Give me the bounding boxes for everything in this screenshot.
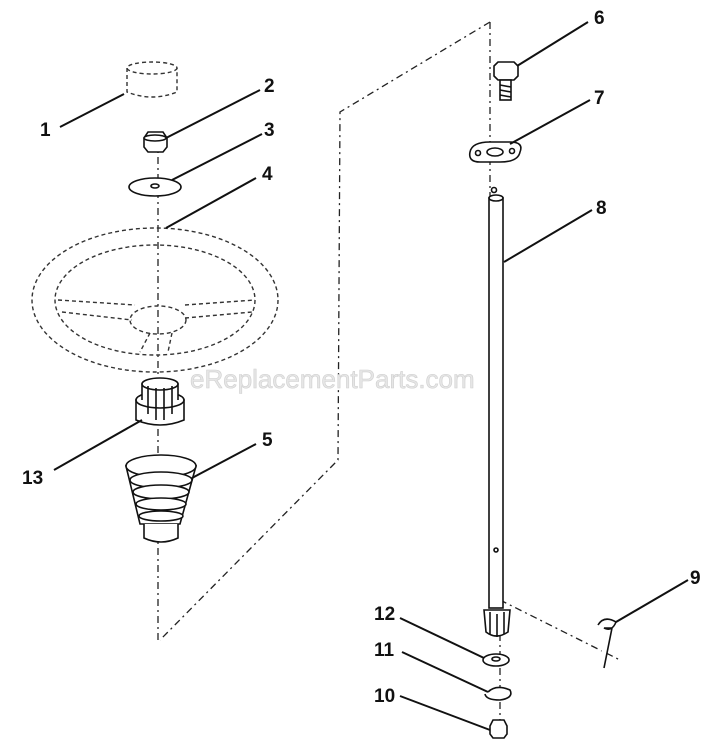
callout-1: 1: [40, 120, 51, 141]
callout-7: 7: [594, 88, 605, 109]
part-2-nut: [143, 131, 168, 153]
part-7-flange-plate: [468, 141, 522, 163]
part-9-spring-clip: [597, 618, 617, 669]
callout-3: 3: [264, 120, 275, 141]
part-8-steering-shaft: [488, 186, 504, 609]
part-1-cap: [126, 61, 178, 98]
callout-4: 4: [262, 164, 273, 185]
part-6-bolt: [493, 61, 519, 101]
callout-8: 8: [596, 198, 607, 219]
callout-9: 9: [690, 568, 701, 589]
part-13-splined-hub: [135, 377, 185, 426]
part-3-washer: [128, 177, 182, 197]
part-10-nut: [489, 719, 508, 739]
callout-11: 11: [374, 640, 395, 661]
part-4-steering-wheel: [31, 227, 279, 373]
leader-lines: [53, 21, 689, 731]
callout-12: 12: [374, 604, 395, 625]
callout-10: 10: [374, 686, 395, 707]
watermark-text: eReplacementParts.com: [190, 364, 475, 394]
callout-2: 2: [264, 76, 275, 97]
pinion-gear: [483, 609, 511, 637]
part-11-retaining-ring: [484, 686, 512, 701]
callout-13: 13: [22, 468, 43, 489]
part-12-washer: [482, 653, 510, 667]
callout-6: 6: [594, 8, 605, 29]
callout-5: 5: [262, 430, 273, 451]
part-5-boot: [124, 454, 198, 543]
